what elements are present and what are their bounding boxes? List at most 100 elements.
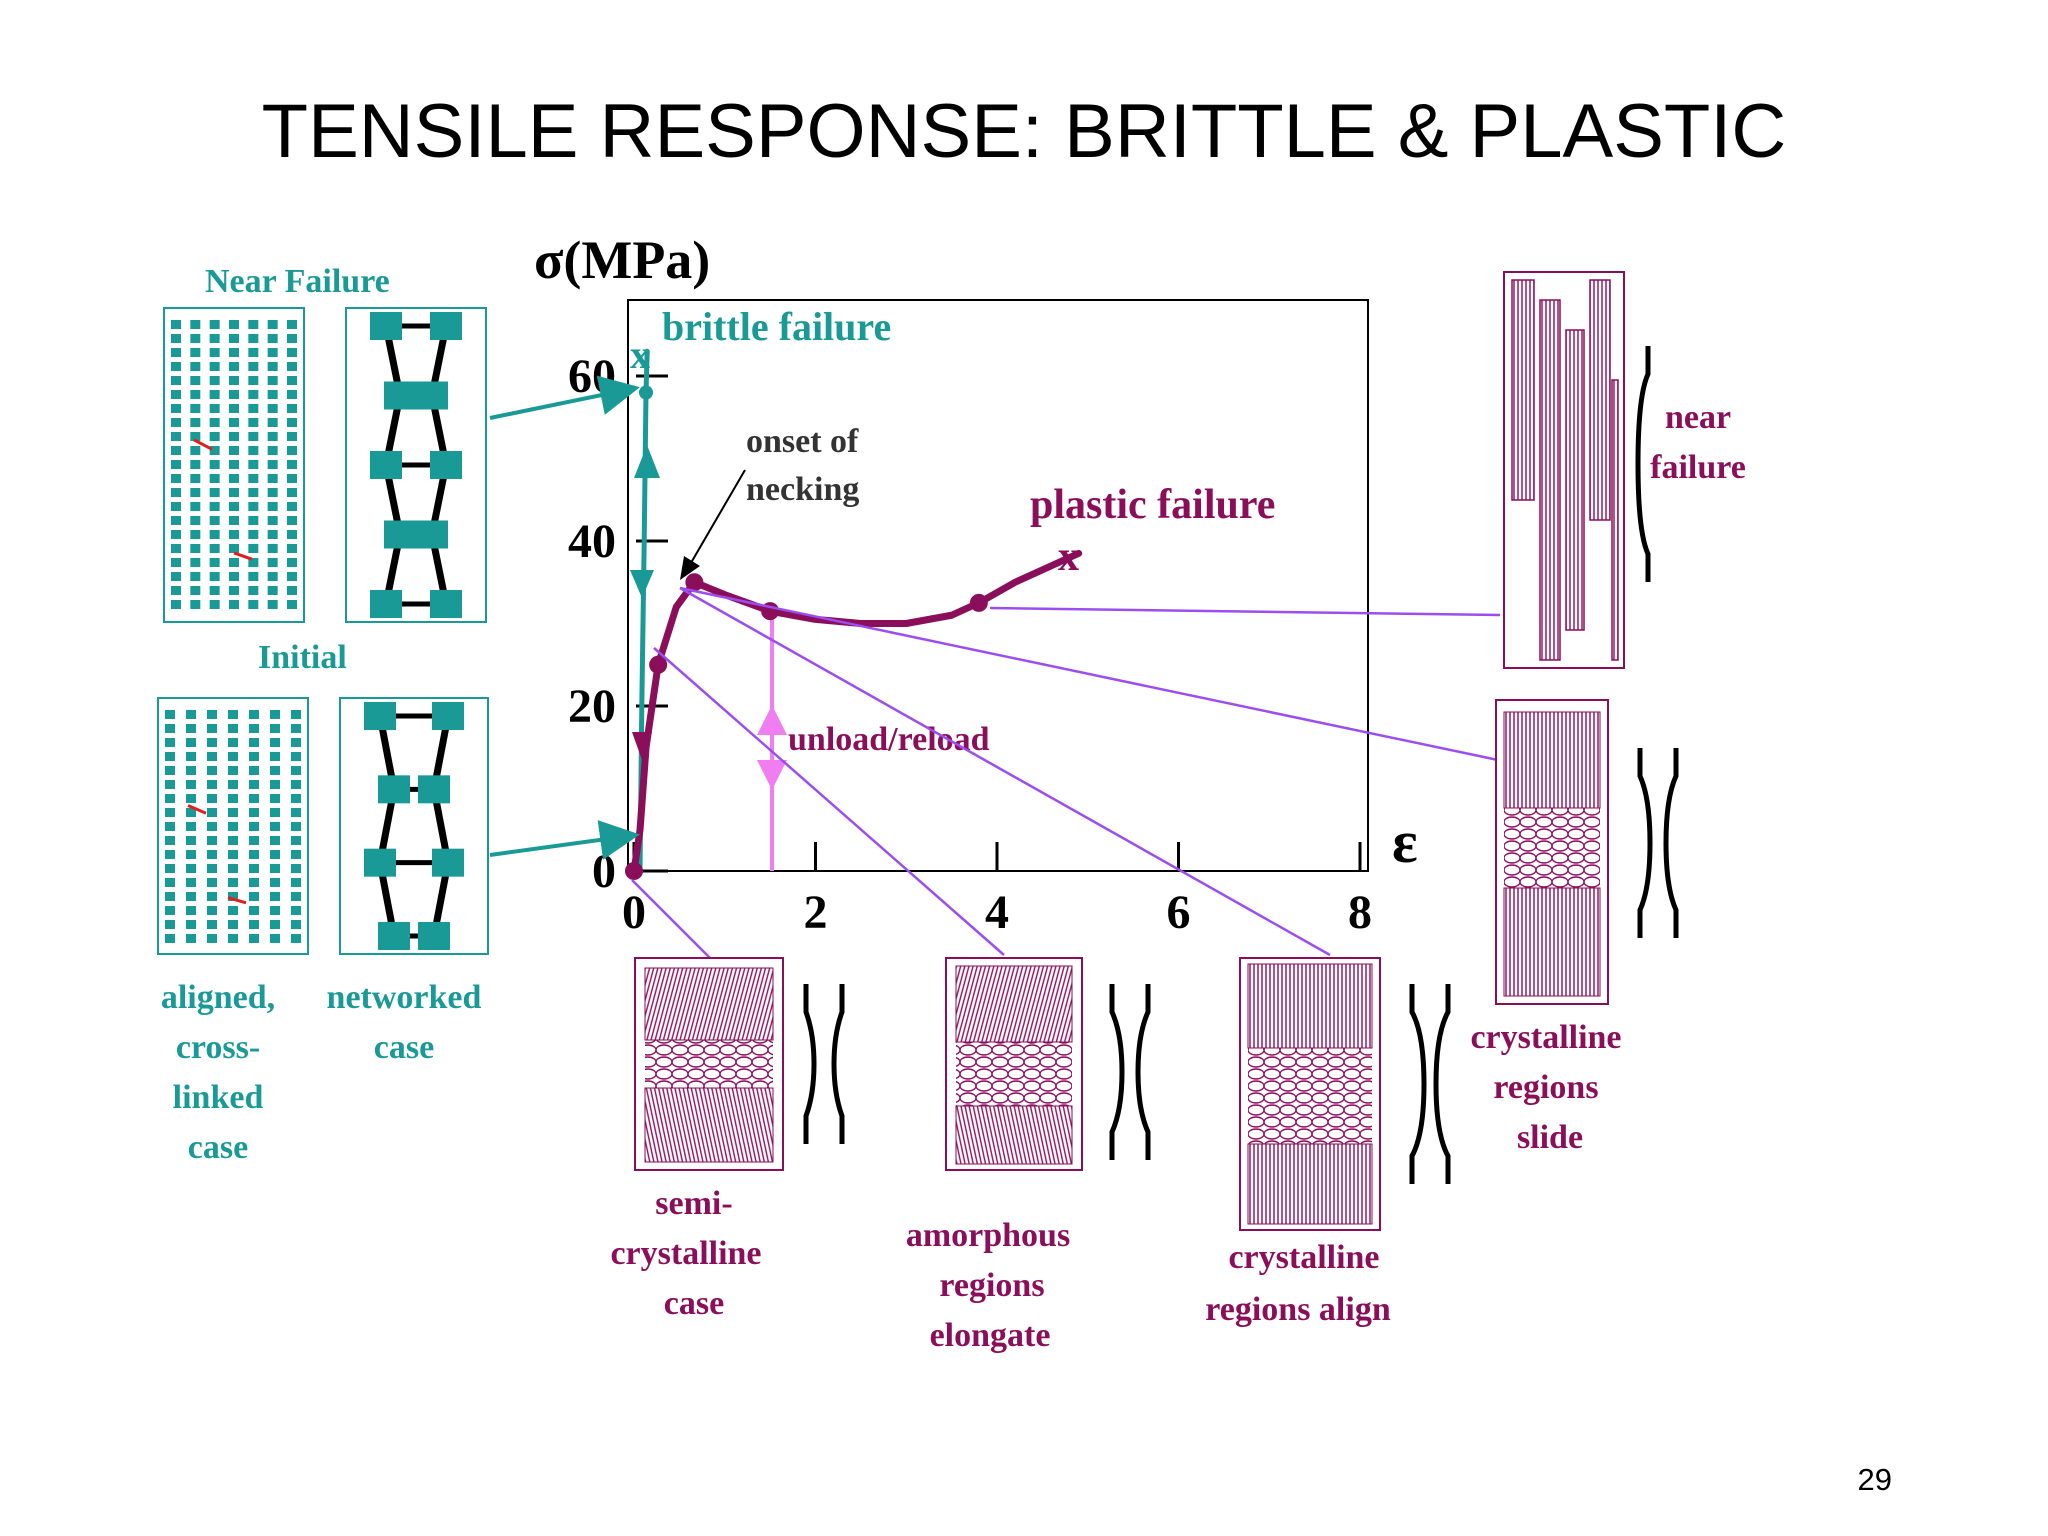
chain-bead — [171, 404, 181, 413]
chain-bead — [171, 502, 181, 511]
chain-bead — [248, 572, 259, 581]
chain-bead — [270, 780, 280, 789]
crystal-strip — [1565, 329, 1585, 631]
chain-bead — [186, 780, 196, 789]
chain-bead — [287, 558, 297, 567]
chain-bead — [207, 864, 217, 873]
brittle-arrow-down — [630, 570, 654, 598]
network-node — [416, 381, 448, 410]
chain-bead — [229, 586, 239, 595]
network-node — [432, 848, 464, 877]
networked-label-line: case — [374, 1029, 434, 1066]
chain-bead — [267, 600, 278, 609]
chain-bead — [209, 334, 220, 343]
specimen-outline — [831, 984, 845, 1144]
chain-bead — [229, 446, 239, 455]
chain-bead — [270, 822, 280, 831]
chain-bead — [190, 432, 201, 441]
chain-bead — [190, 376, 201, 385]
chain-bead — [228, 892, 238, 901]
aligned-chains-near-failure — [171, 320, 297, 609]
y-tick-label: 20 — [568, 680, 616, 733]
amorphous-label-line: elongate — [930, 1317, 1051, 1354]
chain-bead — [171, 418, 181, 427]
chain-bead — [249, 738, 259, 747]
chain-bead — [186, 822, 196, 831]
chain-bead — [165, 878, 175, 887]
chain-bead — [228, 724, 238, 733]
chain-bead — [171, 320, 181, 329]
chain-bead — [267, 558, 278, 567]
chain-bead — [248, 432, 259, 441]
chain-bead — [209, 572, 220, 581]
chain-bead — [209, 390, 220, 399]
chain-bead — [248, 502, 259, 511]
chain-bead — [186, 934, 196, 943]
chain-bead — [248, 600, 259, 609]
chain-bead — [190, 348, 201, 357]
chain-bead — [291, 766, 301, 775]
chain-bead — [228, 836, 238, 845]
chain-bead — [248, 390, 259, 399]
specimen-outline — [1409, 984, 1427, 1184]
network-node — [364, 702, 396, 730]
amorphous-elongate-box — [945, 957, 1083, 1171]
chain-bead — [249, 920, 259, 929]
chain-bead — [171, 586, 181, 595]
crystalline-align-label-line: crystalline — [1228, 1239, 1379, 1276]
chain-bead — [186, 710, 196, 719]
chain-bead — [209, 502, 220, 511]
x-tick-label: 8 — [1348, 886, 1372, 939]
near-failure-arrow — [489, 375, 640, 420]
chain-bead — [248, 558, 259, 567]
chain-bead — [287, 362, 297, 371]
chain-bead — [287, 600, 297, 609]
plastic-curve-point — [649, 655, 668, 674]
chain-bead — [229, 320, 239, 329]
chain-bead — [270, 864, 280, 873]
network-node — [370, 590, 402, 618]
chain-bead — [190, 488, 201, 497]
network-node — [370, 312, 402, 340]
chain-bead — [267, 432, 278, 441]
near-failure-heading: Near Failure — [205, 263, 390, 300]
chain-bead — [207, 808, 217, 817]
chain-bead — [209, 530, 220, 539]
chain-bead — [190, 460, 201, 469]
chain-bead — [228, 906, 238, 915]
chain-bead — [186, 864, 196, 873]
chain-bead — [165, 920, 175, 929]
chain-bead — [248, 586, 259, 595]
chain-bead — [229, 544, 239, 553]
chain-bead — [207, 878, 217, 887]
plastic-curve — [630, 549, 1083, 875]
chain-bead — [171, 390, 181, 399]
chain-bead — [229, 376, 239, 385]
chain-bead — [228, 738, 238, 747]
near-failure-networked-box — [345, 307, 487, 623]
network-node — [430, 451, 462, 479]
chain-bead — [209, 376, 220, 385]
chain-bead — [209, 488, 220, 497]
chain-bead — [291, 780, 301, 789]
chain-bead — [248, 446, 259, 455]
chain-bead — [186, 892, 196, 901]
network-near-failure — [370, 312, 462, 618]
chain-bead — [186, 766, 196, 775]
chain-bead — [171, 600, 181, 609]
network-node — [430, 590, 462, 618]
chain-bead — [249, 864, 259, 873]
x-axis-label: ε — [1392, 809, 1418, 875]
chain-bead — [267, 390, 278, 399]
chain-bead — [248, 362, 259, 371]
specimen-outline — [1135, 984, 1151, 1160]
chain-bead — [190, 502, 201, 511]
crystalline-slide-label-line: crystalline — [1470, 1019, 1621, 1056]
chain-bead — [209, 460, 220, 469]
chain-bead — [171, 516, 181, 525]
crystalline-align-box — [1239, 957, 1381, 1231]
networked-label: networked case — [327, 979, 482, 1066]
chain-bead — [209, 600, 220, 609]
curve-group — [625, 348, 1083, 880]
brittle-failure-marker: x — [630, 332, 650, 377]
